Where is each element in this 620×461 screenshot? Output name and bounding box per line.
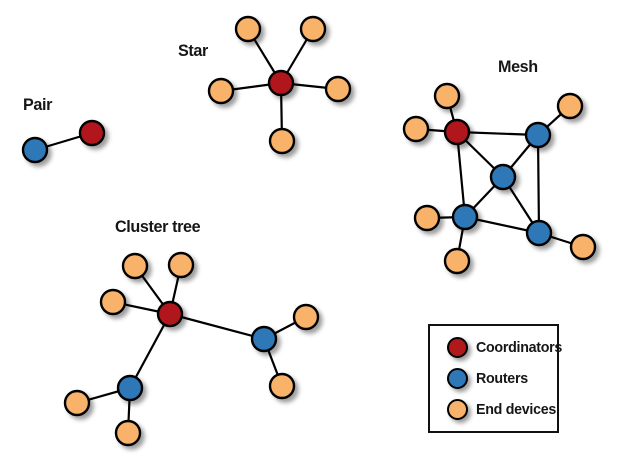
mesh-node-end-device xyxy=(569,233,597,261)
cluster-tree-node-end-device xyxy=(121,252,149,280)
nodes-layer xyxy=(21,15,597,447)
star-node-coordinator xyxy=(267,69,295,97)
cluster-tree-node-end-device xyxy=(167,251,195,279)
star-node-end-device xyxy=(268,127,296,155)
cluster-tree-node-coordinator xyxy=(156,300,184,328)
topology-label-cluster-tree: Cluster tree xyxy=(115,217,201,236)
legend-item-routers: Routers xyxy=(447,367,557,390)
legend-label-end-devices: End devices xyxy=(476,401,557,418)
router-node-icon xyxy=(447,368,468,389)
star-node-end-device xyxy=(207,77,235,105)
star-node-end-device xyxy=(234,15,262,43)
coordinator-node-icon xyxy=(447,337,468,358)
cluster-tree-edge xyxy=(129,313,171,389)
cluster-tree-edge xyxy=(169,312,265,341)
cluster-tree-node-end-device xyxy=(99,288,127,316)
cluster-tree-node-router xyxy=(116,374,144,402)
legend-label-coordinators: Coordinators xyxy=(476,339,563,356)
cluster-tree-node-end-device xyxy=(63,389,91,417)
mesh-node-end-device xyxy=(413,204,441,232)
topology-label-mesh: Mesh xyxy=(498,57,538,76)
pair-node-coordinator xyxy=(78,119,106,147)
cluster-tree-node-router xyxy=(250,325,278,353)
mesh-node-coordinator xyxy=(443,118,471,146)
mesh-node-router xyxy=(451,203,479,231)
cluster-tree-node-end-device xyxy=(114,419,142,447)
mesh-node-router xyxy=(525,219,553,247)
mesh-edge xyxy=(536,134,541,234)
cluster-tree-node-end-device xyxy=(268,372,296,400)
end-device-node-icon xyxy=(447,399,468,420)
legend-item-coordinators: Coordinators xyxy=(447,336,562,359)
mesh-node-end-device xyxy=(556,92,584,120)
mesh-node-end-device xyxy=(402,115,430,143)
topology-label-pair: Pair xyxy=(23,95,53,114)
legend-item-end-devices: End devices xyxy=(447,398,557,421)
legend: Coordinators Routers End devices xyxy=(428,324,562,433)
star-node-end-device xyxy=(299,15,327,43)
legend-label-routers: Routers xyxy=(476,370,528,387)
topology-label-star: Star xyxy=(178,41,208,60)
mesh-node-end-device xyxy=(433,82,461,110)
mesh-node-router xyxy=(489,163,517,191)
pair-node-router xyxy=(21,136,49,164)
star-node-end-device xyxy=(324,75,352,103)
cluster-tree-node-end-device xyxy=(292,303,320,331)
mesh-node-end-device xyxy=(443,247,471,275)
mesh-node-router xyxy=(524,121,552,149)
mesh-edge xyxy=(455,131,467,218)
mesh-edge xyxy=(456,130,539,137)
